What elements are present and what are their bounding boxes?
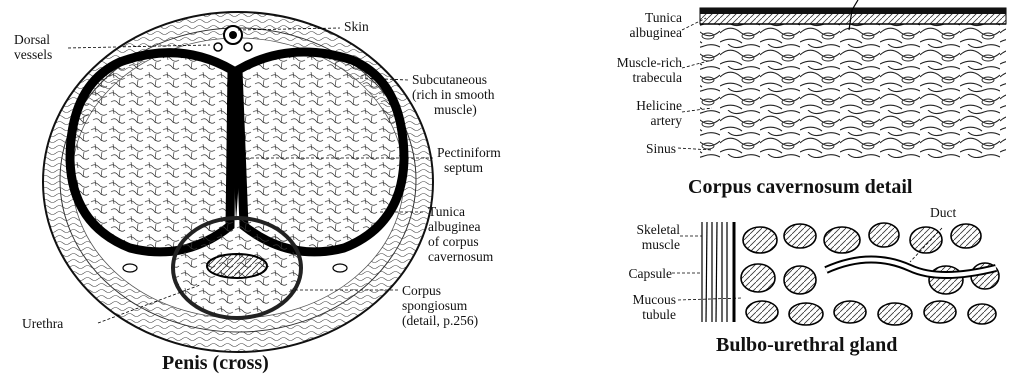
label-line: Skeletal	[590, 222, 680, 237]
label-line: muscle)	[412, 102, 495, 117]
title-penis-cross: Penis (cross)	[162, 352, 269, 375]
label-line: septum	[437, 160, 501, 175]
label-line: Tunica	[590, 10, 682, 25]
label-skeletal-muscle: Skeletal muscle	[590, 222, 680, 252]
label-line: albuginea	[428, 219, 493, 234]
label-line: (detail, p.256)	[402, 313, 478, 328]
bulbo-urethral-gland-panel	[700, 222, 1000, 325]
label-line: Muscle-rich	[580, 55, 682, 70]
corpus-cavernosum-detail-panel	[700, 0, 1006, 158]
label-mucous-tubule: Mucous tubule	[590, 292, 676, 322]
label-duct: Duct	[930, 205, 956, 220]
label-line: Helicine	[590, 98, 682, 113]
label-tunica-albuginea: Tunica albuginea of corpus cavernosum	[428, 204, 493, 264]
label-muscle-rich-trabecula: Muscle-rich trabecula	[580, 55, 682, 85]
label-skin: Skin	[344, 19, 369, 34]
label-line: trabecula	[580, 70, 682, 85]
label-line: Subcutaneous	[412, 72, 495, 87]
label-helicine-artery: Helicine artery	[590, 98, 682, 128]
label-line: vessels	[14, 47, 52, 62]
title-corpus-cavernosum-detail: Corpus cavernosum detail	[688, 176, 912, 199]
label-pectiniform-septum: Pectiniform septum	[437, 145, 501, 175]
label-line: Corpus	[402, 283, 478, 298]
label-capsule: Capsule	[590, 266, 672, 281]
label-corpus-spongiosum: Corpus spongiosum (detail, p.256)	[402, 283, 478, 328]
label-line: Pectiniform	[437, 145, 501, 160]
label-line: Tunica	[428, 204, 493, 219]
label-urethra: Urethra	[22, 316, 63, 331]
label-line: of corpus	[428, 234, 493, 249]
label-line: Mucous	[590, 292, 676, 307]
label-line: artery	[590, 113, 682, 128]
label-line: tubule	[590, 307, 676, 322]
label-line: Dorsal	[14, 32, 52, 47]
label-line: muscle	[590, 237, 680, 252]
penis-cross-section	[43, 12, 433, 352]
label-dorsal-vessels: Dorsal vessels	[14, 32, 52, 62]
label-sinus: Sinus	[600, 141, 676, 156]
label-subcutaneous: Subcutaneous (rich in smooth muscle)	[412, 72, 495, 117]
label-line: spongiosum	[402, 298, 478, 313]
label-line: (rich in smooth	[412, 87, 495, 102]
label-line: cavernosum	[428, 249, 493, 264]
label-tunica-albuginea-detail: Tunica albuginea	[590, 10, 682, 40]
title-bulbo-urethral-gland: Bulbo-urethral gland	[716, 334, 897, 357]
label-line: albuginea	[590, 25, 682, 40]
